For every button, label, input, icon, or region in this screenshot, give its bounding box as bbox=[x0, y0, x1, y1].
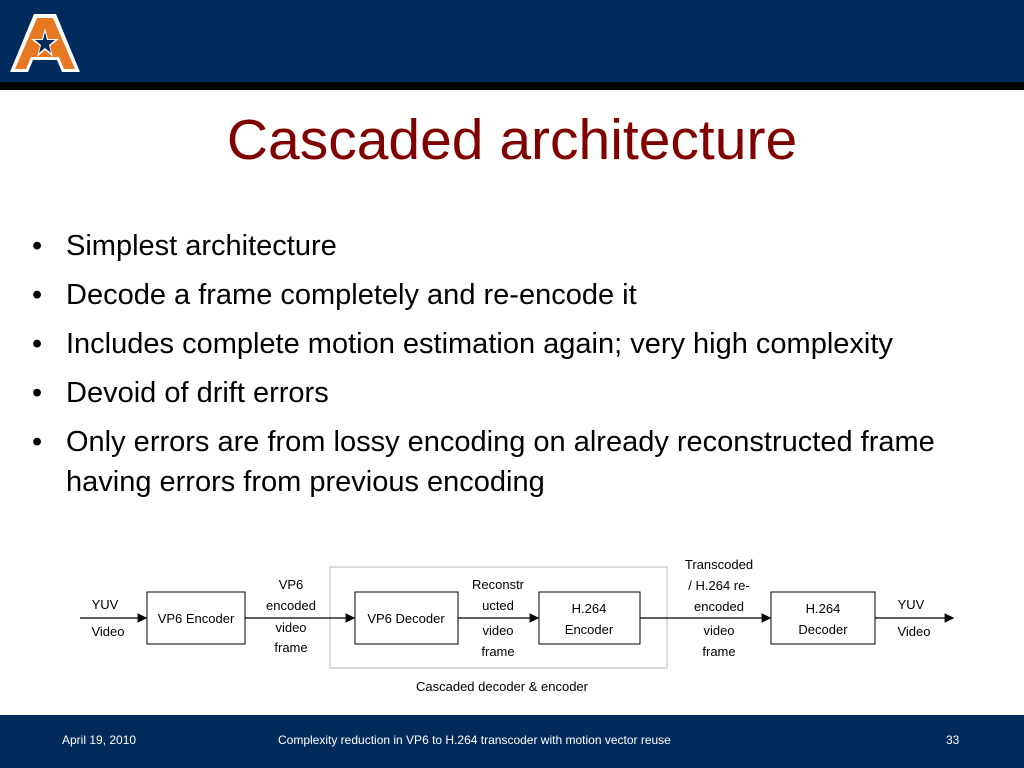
bullet-dot: • bbox=[32, 279, 43, 311]
page-number: 33 bbox=[946, 733, 960, 747]
edge-label: video bbox=[275, 620, 306, 635]
header-divider bbox=[0, 82, 1024, 90]
block-label: VP6 Decoder bbox=[367, 611, 445, 626]
footer-date: April 19, 2010 bbox=[62, 733, 137, 747]
bullet-dot: • bbox=[32, 426, 43, 458]
block-label: VP6 Encoder bbox=[158, 611, 235, 626]
bullet-list: • Simplest architecture • Decode a frame c… bbox=[32, 226, 1007, 511]
output-label: Video bbox=[897, 624, 930, 639]
bullet-item: • Simplest architecture bbox=[32, 226, 1007, 266]
input-label: Video bbox=[91, 624, 124, 639]
bullet-text: Devoid of drift errors bbox=[66, 377, 329, 409]
edge-label: frame bbox=[481, 644, 514, 659]
edge-label: Transcoded bbox=[685, 557, 753, 572]
edge-label: ucted bbox=[482, 598, 514, 613]
bullet-item: • Decode a frame completely and re-encode… bbox=[32, 275, 1007, 315]
group-caption: Cascaded decoder & encoder bbox=[416, 679, 589, 694]
edge-label: VP6 bbox=[279, 577, 304, 592]
bullet-item: • Includes complete motion estimation aga… bbox=[32, 324, 1007, 364]
bullet-text: Only errors are from lossy encoding on a… bbox=[66, 426, 935, 498]
bullet-dot: • bbox=[32, 377, 43, 409]
edge-label: / H.264 re- bbox=[688, 578, 749, 593]
input-label: YUV bbox=[92, 597, 119, 612]
bullet-text: Includes complete motion estimation agai… bbox=[66, 328, 893, 360]
bullet-item: • Only errors are from lossy encoding on … bbox=[32, 422, 1007, 502]
bullet-dot: • bbox=[32, 230, 43, 262]
edge-label: encoded bbox=[266, 598, 316, 613]
footer-caption: Complexity reduction in VP6 to H.264 tra… bbox=[278, 733, 671, 747]
university-logo bbox=[10, 14, 80, 72]
footer-bar: April 19, 2010 Complexity reduction in V… bbox=[0, 715, 1024, 768]
edge-label: frame bbox=[702, 644, 735, 659]
slide-title: Cascaded architecture bbox=[226, 108, 798, 172]
edge-label: encoded bbox=[694, 599, 744, 614]
edge-label: video bbox=[703, 623, 734, 638]
h264-decoder-block bbox=[770, 591, 876, 645]
output-label: YUV bbox=[898, 597, 925, 612]
header-bar bbox=[0, 0, 1024, 82]
bullet-text: Decode a frame completely and re-encode … bbox=[66, 279, 637, 311]
bullet-item: • Devoid of drift errors bbox=[32, 373, 1007, 413]
bullet-text: Simplest architecture bbox=[66, 230, 337, 262]
edge-label: video bbox=[482, 623, 513, 638]
edge-label: Reconstr bbox=[472, 577, 525, 592]
bullet-dot: • bbox=[32, 328, 43, 360]
vp6-decoder-block bbox=[354, 591, 459, 645]
edge-label: frame bbox=[274, 640, 307, 655]
vp6-encoder-block bbox=[146, 591, 246, 645]
h264-encoder-block bbox=[538, 591, 641, 645]
